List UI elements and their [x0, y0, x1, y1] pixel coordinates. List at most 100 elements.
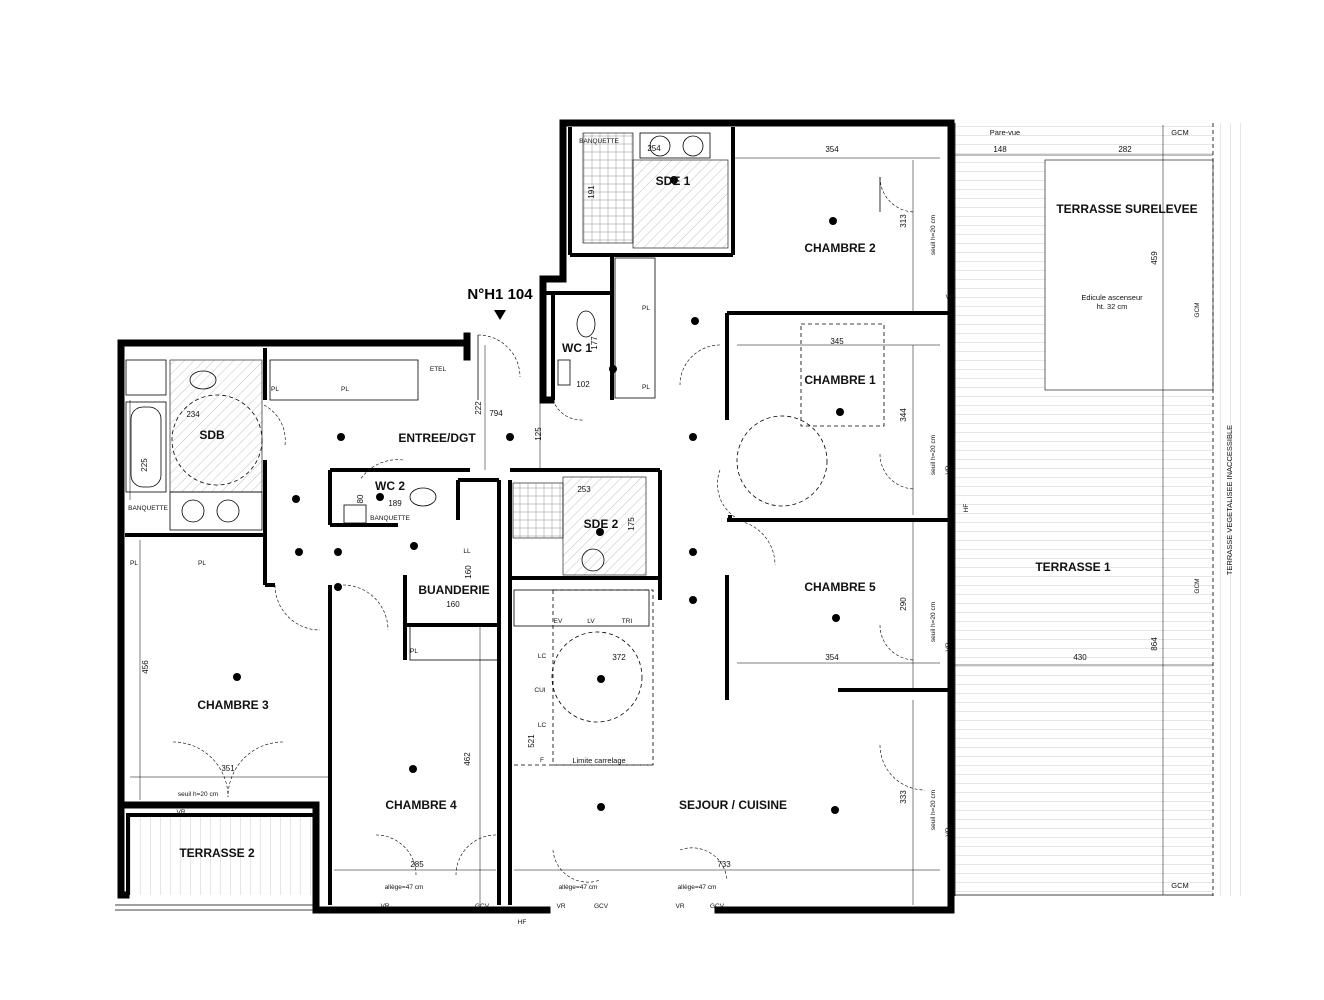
- seuil-note-chambre2: seuil h=20 cm: [930, 215, 937, 255]
- dim-125: 125: [534, 427, 543, 441]
- room-label-entree: ENTREE/DGT: [398, 431, 476, 445]
- entry-arrow-icon: [494, 310, 506, 320]
- pl-label: PL: [410, 648, 418, 655]
- vr-label: VR: [945, 642, 952, 651]
- ev-label: EV: [554, 618, 563, 625]
- dim-459: 459: [1150, 251, 1159, 265]
- dim-102: 102: [576, 380, 590, 389]
- dim-345: 345: [830, 337, 844, 346]
- dimension-lines: [129, 125, 1213, 905]
- dim-80: 80: [356, 494, 365, 503]
- edicule-height: ht. 32 cm: [1097, 302, 1128, 311]
- dim-177: 177: [590, 336, 599, 350]
- gcm-label-side: GCM: [1194, 302, 1201, 317]
- lv-label: LV: [587, 618, 595, 625]
- hf-label: HF: [518, 919, 527, 926]
- dim-290: 290: [899, 597, 908, 611]
- interior-walls: [125, 127, 951, 905]
- room-label-wc2: WC 2: [375, 479, 405, 493]
- gcm-label-side: GCM: [1194, 578, 1201, 593]
- seuil-note-sejour: seuil h=20 cm: [930, 790, 937, 830]
- pl-label: PL: [271, 386, 279, 393]
- apartment-number: N°H1 104: [467, 286, 533, 303]
- dim-222: 222: [474, 401, 483, 415]
- light-points: [233, 176, 844, 814]
- room-label-sde2: SDE 2: [584, 517, 619, 531]
- pl-label: PL: [642, 305, 650, 312]
- edicule-label: Edicule ascenseur: [1081, 293, 1143, 302]
- limite-carrelage-label: Limite carrelage: [572, 756, 625, 765]
- cui-label: CUI: [534, 687, 545, 694]
- room-label-sdb: SDB: [199, 428, 225, 442]
- dim-175: 175: [627, 517, 636, 531]
- doors: [172, 176, 926, 883]
- room-label-chambre3: CHAMBRE 3: [197, 698, 269, 712]
- room-label-chambre1: CHAMBRE 1: [804, 373, 876, 387]
- allege-note-sejour-1: allège=47 cm: [559, 884, 598, 891]
- dim-285: 285: [410, 860, 424, 869]
- gcv-label: GCV: [475, 903, 490, 910]
- dim-313: 313: [899, 214, 908, 228]
- dim-462: 462: [463, 752, 472, 766]
- dim-253: 253: [577, 485, 591, 494]
- dim-225: 225: [140, 458, 149, 472]
- banquette-label: BANQUETTE: [579, 138, 619, 145]
- pl-label: PL: [341, 386, 349, 393]
- dim-160-vertical: 160: [464, 565, 473, 579]
- room-label-sejour: SEJOUR / CUISINE: [679, 798, 787, 812]
- dim-333: 333: [899, 790, 908, 804]
- seuil-note-chambre1: seuil h=20 cm: [930, 435, 937, 475]
- f-label: F: [540, 757, 544, 764]
- dim-430: 430: [1073, 653, 1087, 662]
- vr-label: VR: [945, 827, 952, 836]
- room-label-terrasse1: TERRASSE 1: [1035, 560, 1111, 574]
- room-label-chambre4: CHAMBRE 4: [385, 798, 457, 812]
- gcv-label: GCV: [594, 903, 609, 910]
- dim-354-top: 354: [825, 145, 839, 154]
- dim-191: 191: [587, 185, 596, 199]
- room-label-sde1: SDE 1: [656, 174, 691, 188]
- dim-733: 733: [717, 860, 731, 869]
- pl-label: PL: [642, 384, 650, 391]
- room-label-chambre5: CHAMBRE 5: [804, 580, 876, 594]
- room-label-chambre2: CHAMBRE 2: [804, 241, 876, 255]
- exterior-walls: [115, 119, 955, 914]
- vr-label: VR: [675, 903, 684, 910]
- room-label-buanderie: BUANDERIE: [418, 583, 489, 597]
- dim-794: 794: [489, 409, 503, 418]
- room-label-wc1: WC 1: [562, 341, 592, 355]
- dim-148: 148: [993, 145, 1007, 154]
- dim-189: 189: [388, 499, 402, 508]
- banquette-label: BANQUETTE: [370, 515, 410, 522]
- vr-label: VR: [176, 809, 185, 816]
- seuil-note-chambre3: seuil h=20 cm: [178, 791, 218, 798]
- dim-864: 864: [1150, 637, 1159, 651]
- dim-521: 521: [527, 734, 536, 748]
- dim-351: 351: [221, 764, 235, 773]
- vr-label: VR: [945, 465, 952, 474]
- dim-254: 254: [647, 144, 661, 153]
- dim-354-bottom: 354: [825, 653, 839, 662]
- allege-note-chambre4: allège=47 cm: [385, 884, 424, 891]
- dim-160-horizontal: 160: [446, 600, 460, 609]
- seuil-note-chambre5: seuil h=20 cm: [930, 602, 937, 642]
- ll-label: LL: [463, 548, 471, 555]
- terrasse-decking: [126, 123, 1247, 896]
- vr-label: VR: [380, 903, 389, 910]
- gcv-label: GCV: [710, 903, 725, 910]
- dim-282: 282: [1118, 145, 1132, 154]
- hf-label: HF: [963, 504, 970, 513]
- tri-label: TRI: [622, 618, 633, 625]
- room-label-terrasse-vegetalisee: TERRASSE VEGETALISEE INACCESSIBLE: [1225, 425, 1234, 575]
- labels: N°H1 104 SDE 1 CHAMBRE 2 TERRASSE SURELE…: [128, 128, 1234, 926]
- banquette-label: BANQUETTE: [128, 505, 168, 512]
- pl-label: PL: [198, 560, 206, 567]
- lc-label: LC: [538, 653, 547, 660]
- lc-label: LC: [538, 722, 547, 729]
- room-label-terrasse-surelevee: TERRASSE SURELEVEE: [1056, 202, 1197, 216]
- dim-344: 344: [899, 408, 908, 422]
- vr-label: VR: [556, 903, 565, 910]
- vr-label: VR: [945, 294, 954, 301]
- pare-vue-label: Pare-vue: [990, 128, 1020, 137]
